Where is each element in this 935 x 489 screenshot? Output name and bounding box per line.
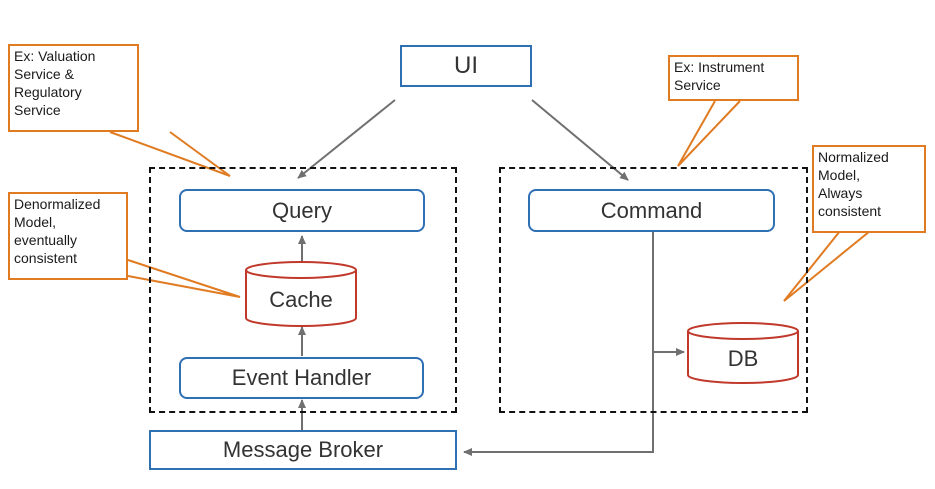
callout-pointer-valuation [109, 131, 231, 177]
cache-cylinder [245, 261, 357, 327]
event-handler-box: Event Handler [179, 357, 424, 399]
callout-pointer-normalized [783, 230, 871, 302]
ui-box: UI [400, 45, 532, 87]
db-cylinder [687, 322, 799, 384]
callout-denormalized-model: Denormalized Model, eventually consisten… [8, 192, 128, 280]
line-command-down [463, 232, 654, 456]
arrow-ui-to-command [531, 99, 629, 181]
callout-normalized-model: Normalized Model, Always consistent [812, 145, 926, 233]
query-box: Query [179, 189, 425, 232]
db-label: DB [727, 346, 759, 371]
query-service-boundary [149, 167, 457, 413]
command-service-boundary [499, 167, 808, 413]
callout-pointer-denormalized [127, 259, 241, 298]
callout-valuation-service: Ex: Valuation Service & Regulatory Servi… [8, 44, 139, 132]
callout-pointer-instrument [677, 100, 741, 167]
cache-label: Cache [269, 287, 333, 312]
message-broker-box: Message Broker [149, 430, 457, 470]
callout-instrument-service: Ex: Instrument Service [668, 55, 799, 101]
arrow-ui-to-query [297, 99, 396, 179]
command-box: Command [528, 189, 775, 232]
